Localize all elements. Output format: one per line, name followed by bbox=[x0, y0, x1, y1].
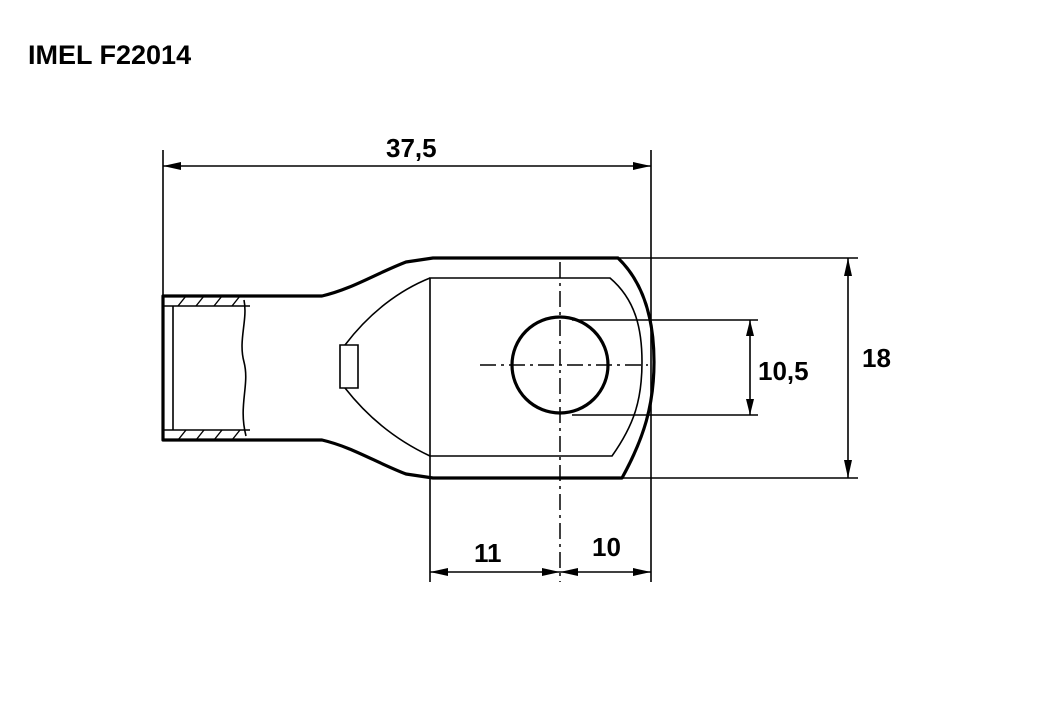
transition-lower bbox=[344, 387, 431, 457]
hole-diameter-dimension: 10,5 bbox=[572, 319, 809, 416]
overall-length-label: 37,5 bbox=[386, 133, 437, 163]
part-title: IMEL F22014 bbox=[28, 40, 191, 70]
bottom-dimensions: 11 10 bbox=[429, 456, 652, 582]
inspection-notch bbox=[339, 344, 359, 389]
break-line bbox=[241, 299, 247, 437]
barrel-hatching bbox=[177, 295, 241, 441]
width-label: 18 bbox=[862, 343, 891, 373]
width-dimension: 18 bbox=[618, 257, 891, 479]
barrel-to-hole-label: 11 bbox=[474, 538, 502, 568]
hole-diameter-label: 10,5 bbox=[758, 356, 809, 386]
hole-to-end-label: 10 bbox=[592, 532, 621, 562]
lug-outline bbox=[161, 256, 656, 480]
overall-length-dimension: 37,5 bbox=[162, 133, 652, 470]
transition-upper bbox=[344, 277, 431, 346]
lug-outer-contour bbox=[161, 256, 656, 480]
lug-pad-inner bbox=[429, 277, 643, 457]
